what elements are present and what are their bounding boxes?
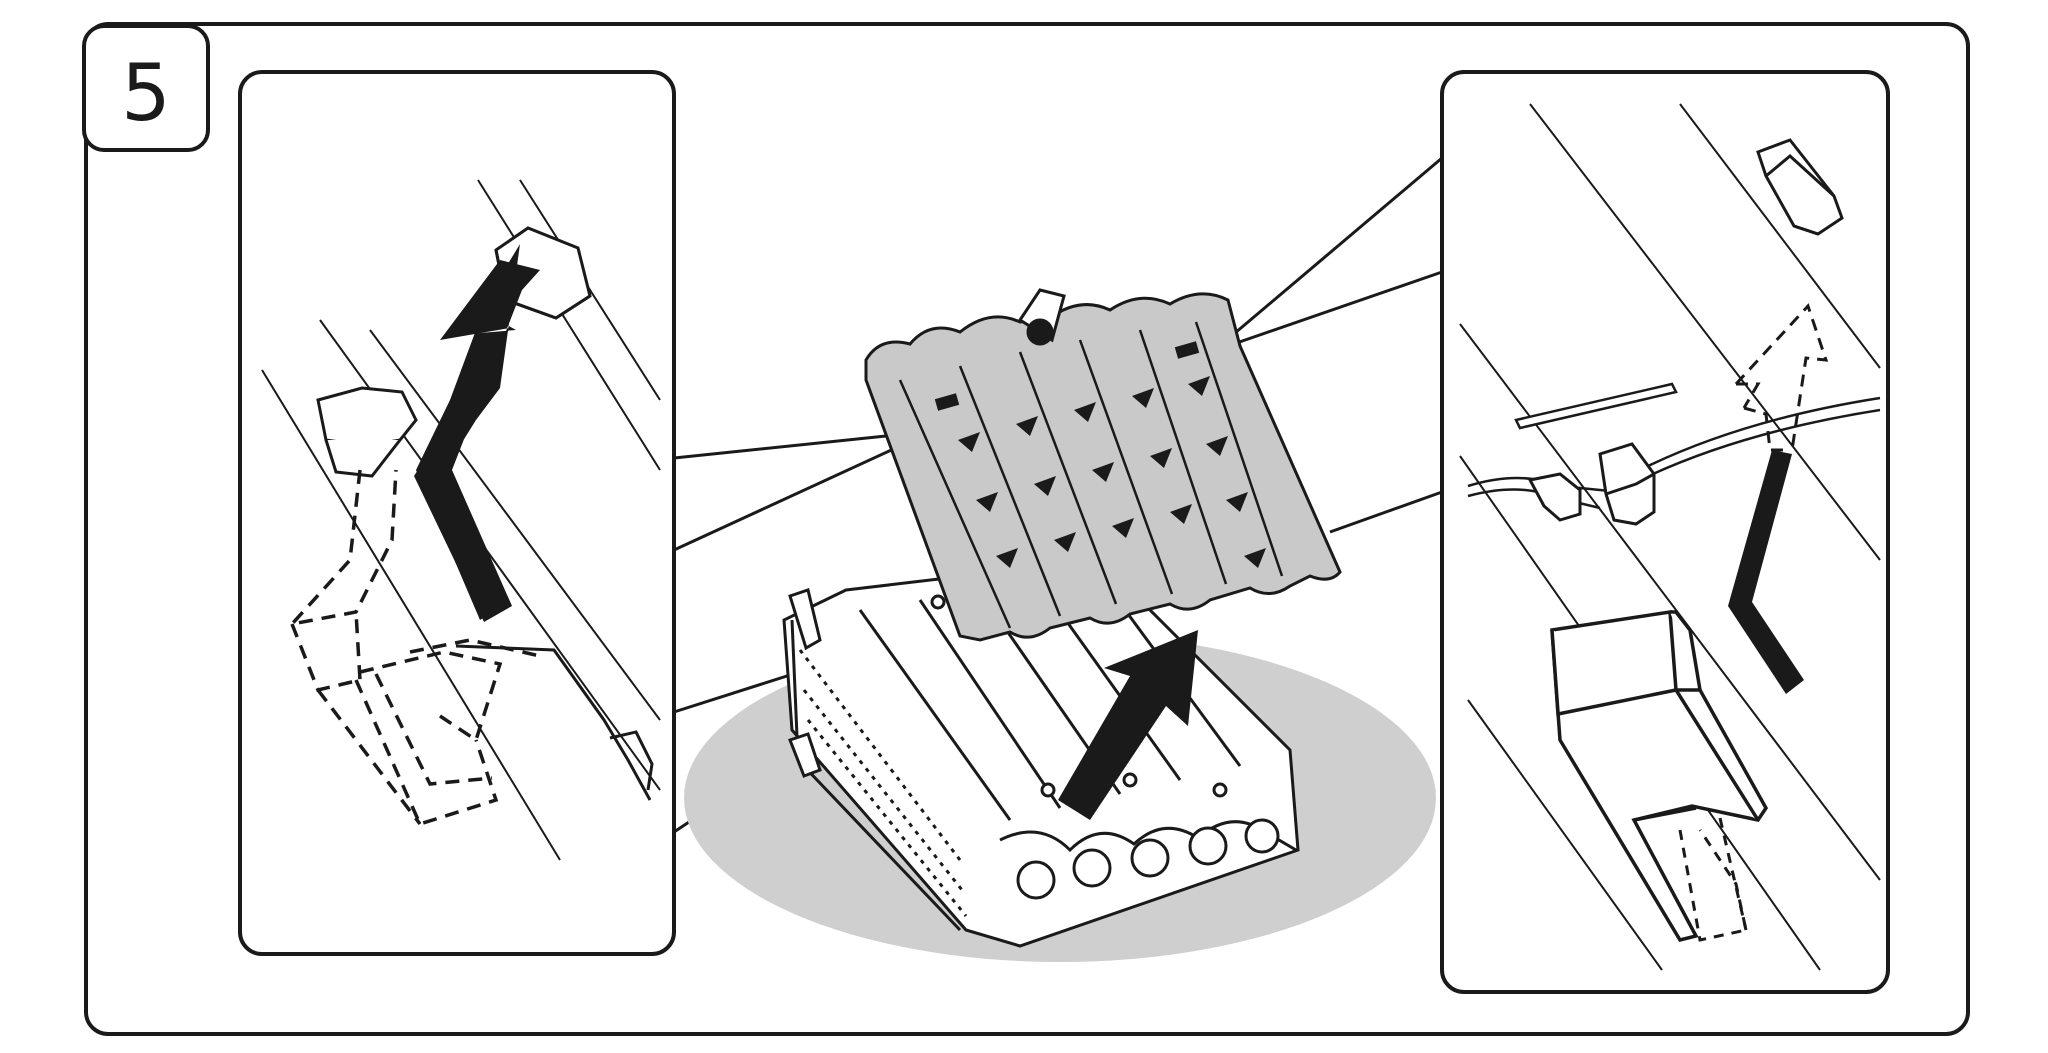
- battery-cover-latch-markers: [934, 341, 1200, 411]
- battery-cover-key-tab: [1017, 288, 1066, 346]
- right-thin-bar: [1514, 382, 1678, 430]
- left-callout-line-mid1: [673, 444, 901, 552]
- main-assembly: [684, 288, 1436, 962]
- battery-cover: [864, 288, 1342, 642]
- step-badge: 5: [82, 24, 210, 152]
- right-detail-arrow-solid: [1728, 450, 1804, 694]
- step-badge-box: [82, 24, 210, 152]
- left-latch-tab: [316, 386, 418, 478]
- right-callout-line-3: [1329, 490, 1443, 534]
- right-channel-bracket: [1550, 609, 1769, 943]
- left-dashed-latch: [287, 469, 541, 827]
- left-housing-edge: [455, 644, 654, 801]
- battery-cover-ribs: [898, 321, 1284, 629]
- step-number: 5: [121, 49, 171, 139]
- right-dashed-part: [1678, 817, 1748, 942]
- right-clip-block: [1756, 138, 1844, 236]
- outer-frame: [84, 22, 1970, 1036]
- battery-cover-tabs: [958, 376, 1266, 568]
- right-callout-line-1: [1221, 156, 1443, 346]
- right-callout-line-2: [1221, 270, 1443, 350]
- left-detail-panel: [238, 70, 995, 956]
- main-lift-arrow-icon: [1058, 630, 1198, 820]
- left-detail-arrow-shape: [414, 260, 540, 622]
- right-detail-arrow-icon: [1734, 303, 1829, 452]
- right-detail-panel: [1221, 70, 1890, 994]
- right-detail-frame: [1440, 70, 1890, 994]
- right-latch-hook: [1527, 442, 1656, 526]
- left-callout-line-top: [673, 434, 887, 460]
